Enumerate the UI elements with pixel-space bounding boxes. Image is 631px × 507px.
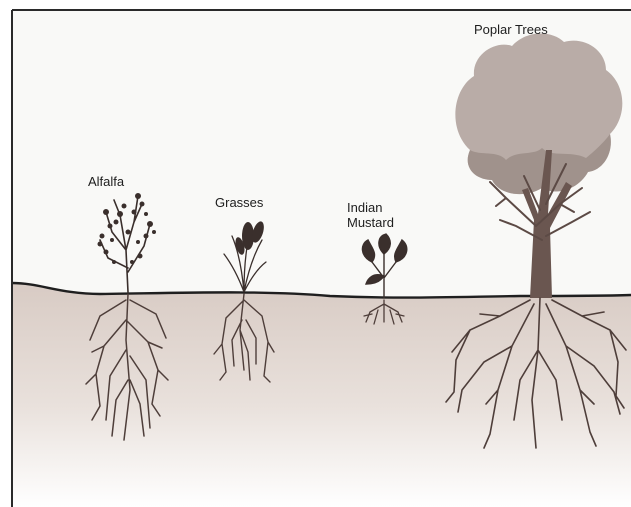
soil [12,283,631,507]
label-indian-mustard: Indian Mustard [347,200,394,230]
label-poplar-trees: Poplar Trees [474,22,548,37]
label-indian-mustard-line2: Mustard [347,215,394,230]
label-grasses: Grasses [215,195,263,210]
label-alfalfa: Alfalfa [88,174,124,189]
label-indian-mustard-line1: Indian [347,200,394,215]
